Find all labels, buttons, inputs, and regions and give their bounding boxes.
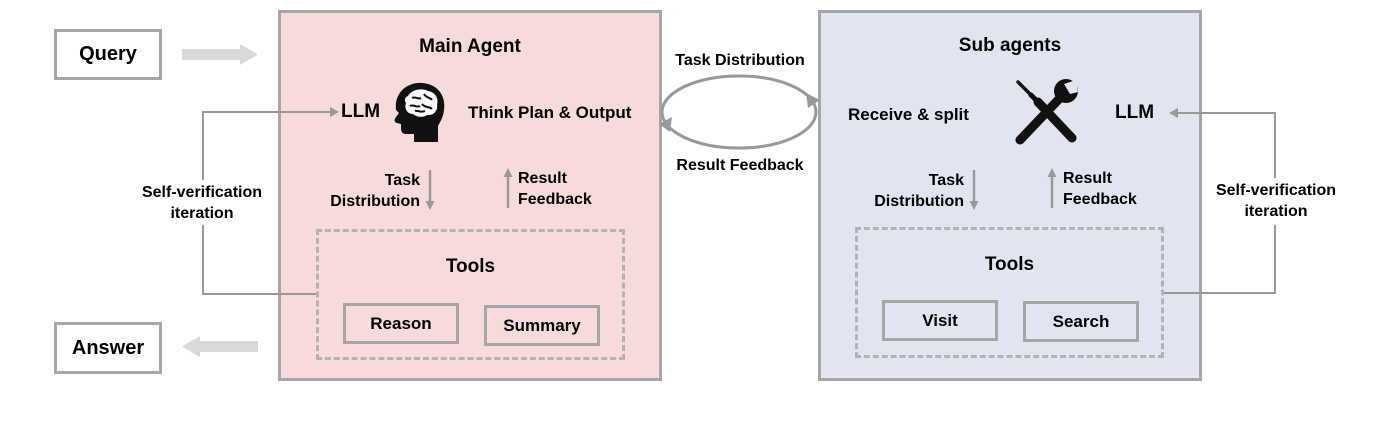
summary-tool-label: Summary: [503, 315, 581, 335]
main-result-line1: Result: [518, 170, 567, 187]
main-tools-container: [316, 229, 625, 360]
sub-llm-label: LLM: [1115, 102, 1155, 123]
answer-label: Answer: [71, 336, 145, 359]
sub-result-feedback-label: Result Feedback: [1063, 168, 1137, 210]
search-tool: Search: [1023, 301, 1139, 342]
main-task-dist-line2: Distribution: [330, 193, 420, 210]
sub-agents-title: Sub agents: [958, 35, 1062, 56]
main-task-distribution-label: Task Distribution: [318, 170, 420, 212]
sub-task-dist-line1: Task: [928, 172, 964, 189]
sub-tools-title: Tools: [984, 254, 1035, 275]
reason-tool-label: Reason: [370, 313, 432, 333]
result-feedback-label: Result Feedback: [676, 157, 804, 174]
right-self-verification-label: Self-verification iteration: [1206, 180, 1346, 222]
search-tool-label: Search: [1052, 311, 1110, 331]
sub-result-line1: Result: [1063, 170, 1112, 187]
answer-arrow: [182, 336, 258, 357]
main-task-dist-line1: Task: [384, 172, 420, 189]
left-loop-line1: Self-verification: [141, 184, 263, 201]
sub-receive-split: Receive & split: [848, 105, 969, 124]
left-self-verification-label: Self-verification iteration: [132, 182, 272, 224]
sub-result-line2: Feedback: [1063, 191, 1137, 208]
reason-tool: Reason: [343, 303, 459, 344]
main-tools-title: Tools: [445, 256, 496, 277]
query-box: Query: [54, 29, 162, 80]
main-think-plan-output: Think Plan & Output: [468, 103, 632, 122]
main-result-feedback-label: Result Feedback: [518, 168, 592, 210]
main-result-line2: Feedback: [518, 191, 592, 208]
multi-turn-label: Multi-Turn: [699, 102, 781, 121]
summary-tool: Summary: [484, 305, 600, 346]
answer-box: Answer: [54, 322, 162, 374]
right-loop-line1: Self-verification: [1215, 182, 1337, 199]
sub-task-dist-line2: Distribution: [874, 193, 964, 210]
query-label: Query: [79, 43, 137, 65]
visit-tool: Visit: [882, 300, 998, 341]
sub-task-distribution-label: Task Distribution: [862, 170, 964, 212]
query-arrow: [182, 44, 258, 65]
main-agent-title: Main Agent: [419, 36, 521, 57]
visit-tool-label: Visit: [922, 310, 958, 330]
sub-tools-container: [855, 227, 1164, 358]
left-loop-line2: iteration: [170, 205, 234, 222]
screwdriver-wrench-icon: [1012, 78, 1082, 146]
task-distribution-label: Task Distribution: [675, 52, 805, 69]
right-loop-line2: iteration: [1244, 203, 1308, 220]
main-llm-label: LLM: [341, 101, 381, 122]
head-brain-icon: [388, 80, 450, 146]
